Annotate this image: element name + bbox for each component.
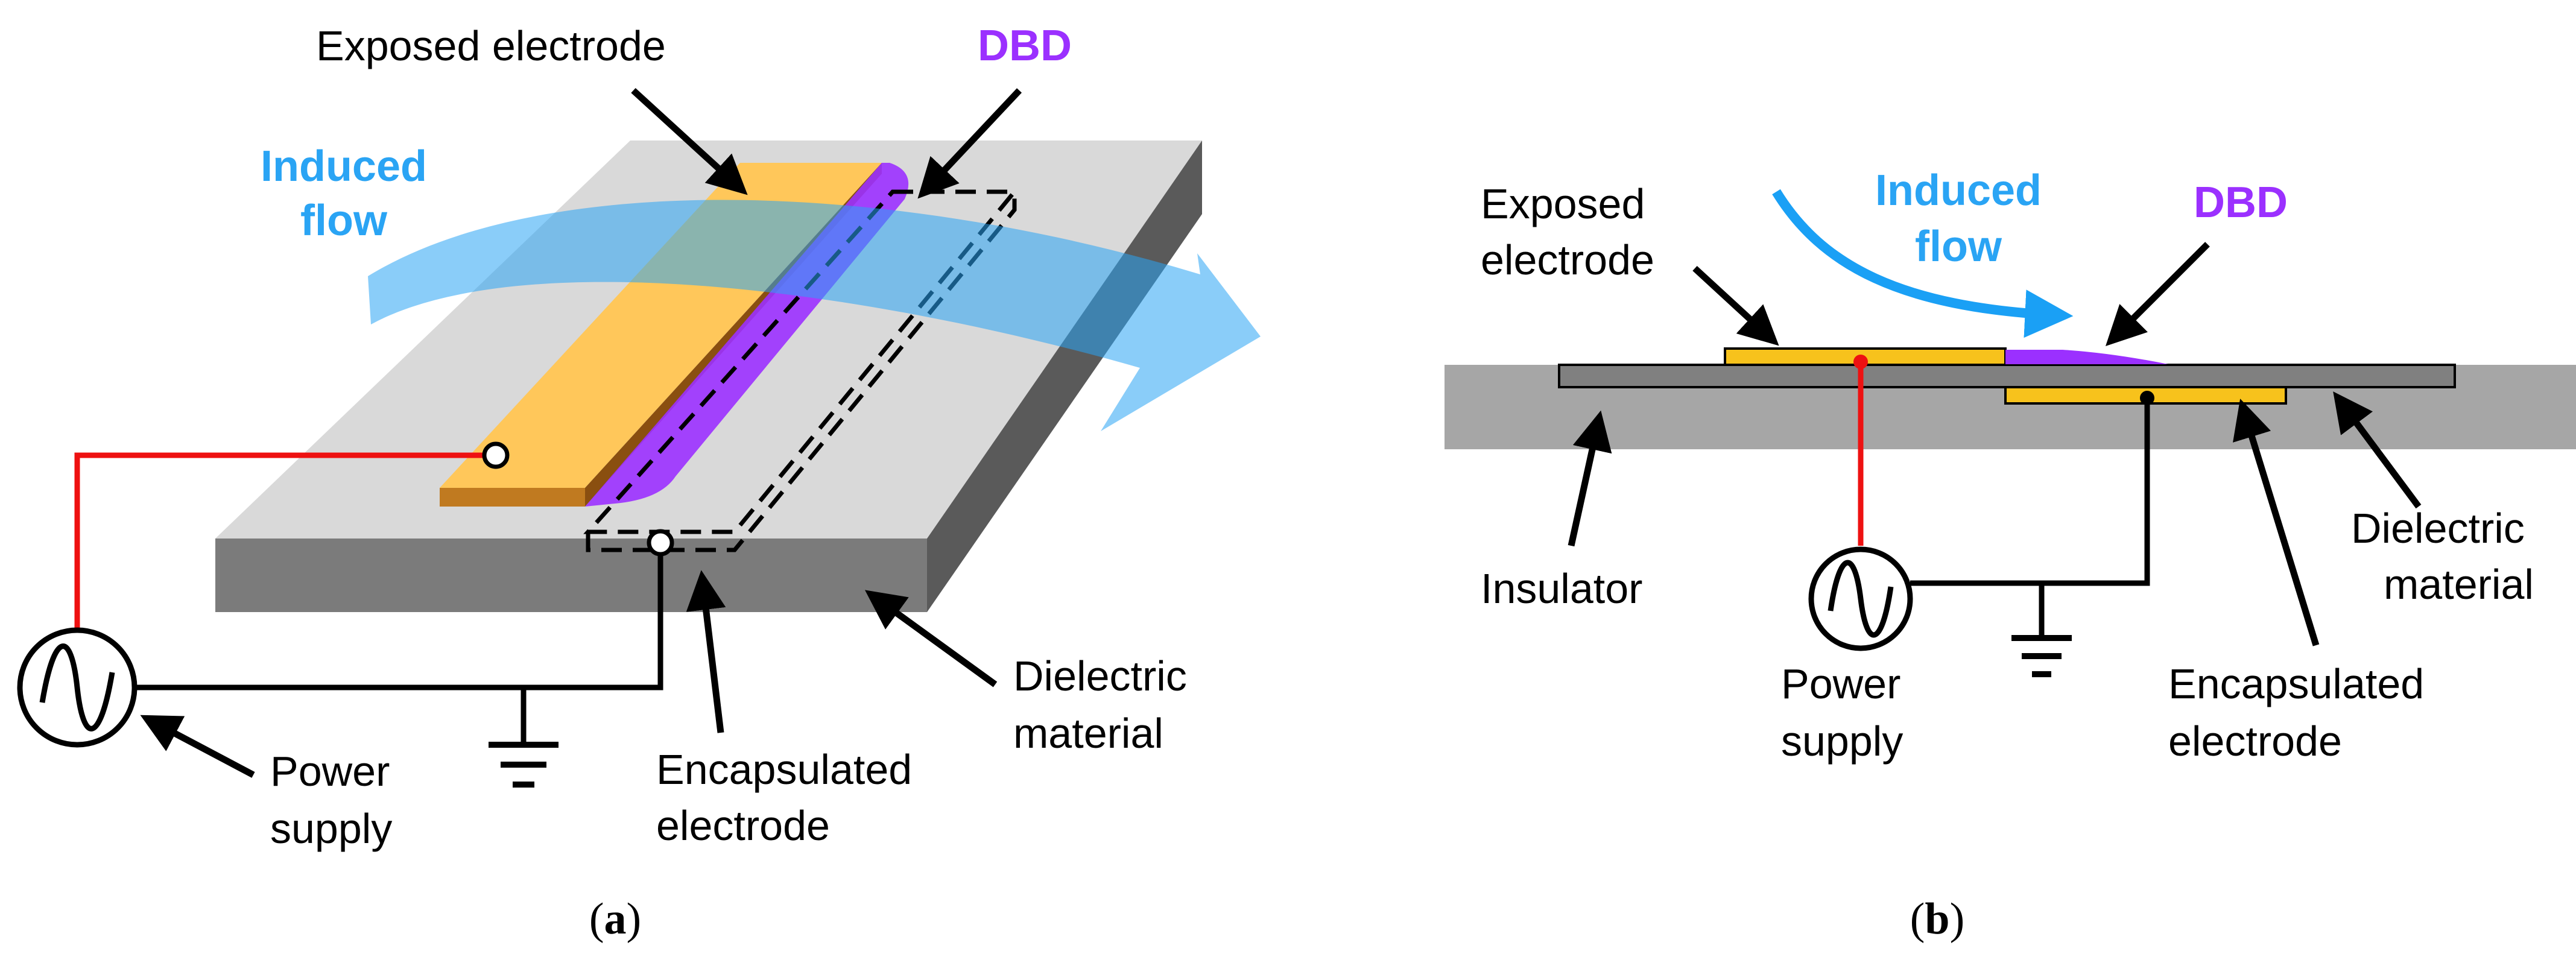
label-encapsulated-a-line2: electrode	[656, 802, 830, 849]
label-induced-flow-b-line1: Induced	[1875, 166, 2042, 215]
label-power-a-line2: supply	[270, 805, 392, 852]
label-induced-flow-b-line2: flow	[1915, 223, 2002, 271]
arrow-exposed-b	[1692, 265, 1779, 346]
arrow-dbd-b	[2105, 242, 2210, 347]
caption-b: (b)	[1910, 894, 1964, 944]
red-wire-a	[74, 452, 496, 645]
arrow-dbd-a	[917, 88, 1022, 199]
arrow-insulator-b	[1568, 410, 1612, 547]
encapsulated-electrode-outline	[583, 189, 1019, 534]
arrow-dielectric-b	[2333, 391, 2422, 509]
induced-flow-arrow-b	[1772, 189, 2074, 338]
label-dielectric-a-line1: Dielectric	[1013, 652, 1187, 700]
encapsulated-electrode-depth	[586, 192, 1017, 552]
label-exposed-b-line1: Exposed	[1481, 180, 1645, 227]
exposed-electrode-node-b	[1853, 355, 1868, 369]
arrow-encapsulated-a	[686, 570, 726, 733]
label-dbd-a: DBD	[978, 22, 1072, 70]
encapsulated-electrode-terminal	[647, 529, 674, 557]
black-wire-b	[1910, 398, 2150, 586]
dielectric-front-face	[215, 539, 927, 612]
label-induced-flow-a-line2: flow	[300, 197, 388, 245]
caption-a-letter: a	[604, 894, 627, 944]
exposed-electrode-front-edge	[440, 488, 585, 507]
ground-symbol-icon	[489, 742, 559, 788]
arrow-encapsulated-b	[2233, 399, 2320, 646]
label-power-a-line1: Power	[270, 748, 390, 795]
arrow-power-a	[140, 715, 255, 778]
label-encapsulated-b-line2: electrode	[2168, 718, 2342, 765]
dielectric-layer-b	[1558, 364, 2456, 388]
label-power-b-line1: Power	[1781, 660, 1900, 707]
caption-b-letter: b	[1925, 894, 1949, 944]
arrow-exposed-electrode-a	[631, 87, 748, 195]
label-exposed-b-line2: electrode	[1481, 236, 1654, 283]
label-dielectric-a-line2: material	[1013, 710, 1163, 757]
label-dielectric-b-line2: material	[2384, 561, 2534, 608]
black-wire-a	[134, 543, 663, 690]
label-insulator-b: Insulator	[1481, 565, 1642, 612]
label-dbd-b: DBD	[2194, 178, 2288, 227]
label-encapsulated-b-line1: Encapsulated	[2168, 660, 2424, 707]
encapsulated-electrode-node-b	[2140, 391, 2154, 405]
induced-flow-band-arrow	[368, 200, 1261, 431]
label-encapsulated-a-line1: Encapsulated	[656, 746, 912, 793]
dbd-plasma-b	[2005, 350, 2168, 364]
panel-b: Exposed electrode Induced flow DBD Insul…	[1445, 166, 2576, 944]
caption-b-open: (	[1910, 894, 1925, 944]
ground-symbol-icon-b	[2011, 635, 2072, 677]
exposed-electrode-terminal	[482, 441, 510, 469]
caption-a: (a)	[589, 894, 641, 944]
caption-a-close: )	[627, 894, 642, 944]
encapsulated-electrode-dashed	[583, 189, 1019, 552]
label-power-b-line2: supply	[1781, 718, 1903, 765]
caption-b-close: )	[1950, 894, 1965, 944]
label-exposed-electrode-a: Exposed electrode	[316, 22, 666, 69]
label-dielectric-b-line1: Dielectric	[2351, 505, 2525, 552]
caption-a-open: (	[589, 894, 604, 944]
ac-sine-source-icon-b	[1808, 546, 1913, 651]
arrow-dielectric-a	[864, 590, 998, 687]
label-induced-flow-a-line1: Induced	[261, 142, 427, 191]
panel-a: Exposed electrode DBD Induced flow Diele…	[17, 22, 1261, 944]
ac-sine-source-icon	[17, 627, 138, 748]
